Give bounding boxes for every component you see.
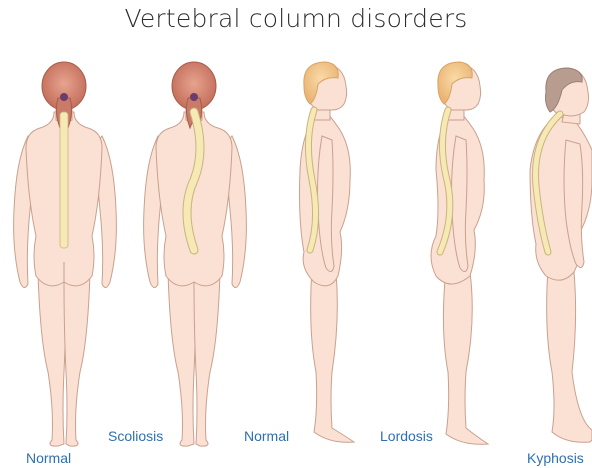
- figure-normal-back: [14, 62, 117, 446]
- figure-lordosis: [431, 62, 488, 444]
- figure-scoliosis: [144, 62, 247, 446]
- label-normal-side: Normal: [244, 428, 289, 444]
- figure-normal-side: [300, 62, 355, 442]
- label-scoliosis: Scoliosis: [108, 428, 163, 444]
- label-normal-back: Normal: [26, 450, 71, 466]
- label-lordosis: Lordosis: [380, 428, 433, 444]
- figure-kyphosis: [530, 68, 592, 442]
- label-kyphosis: Kyphosis: [527, 450, 584, 466]
